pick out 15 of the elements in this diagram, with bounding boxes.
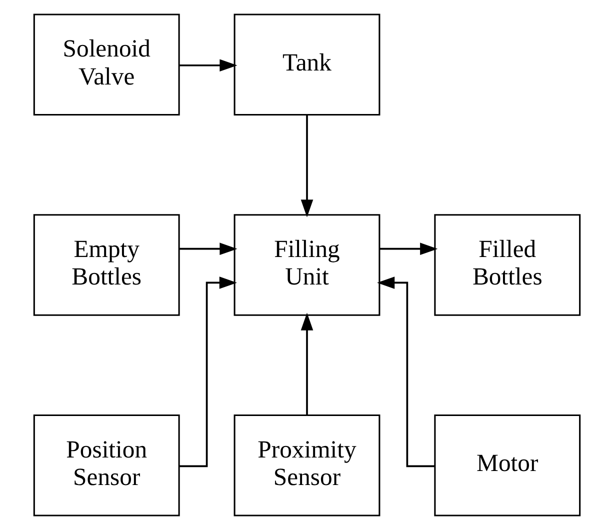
node-box: Proximity Sensor — [233, 414, 380, 516]
node-box: Empty Bottles — [32, 214, 180, 316]
arrow — [300, 115, 313, 218]
node-box: Motor — [434, 414, 580, 516]
arrow — [178, 276, 236, 468]
node-box: Filling Unit — [233, 214, 380, 316]
node-box: Filled Bottles — [434, 214, 580, 316]
node-box: Solenoid Valve — [32, 14, 180, 116]
arrow — [379, 242, 438, 255]
arrow — [179, 242, 237, 255]
node-box: Tank — [233, 14, 380, 116]
node-box: Position Sensor — [32, 414, 180, 516]
arrow — [376, 276, 434, 468]
arrow — [179, 59, 237, 72]
arrow — [300, 312, 313, 415]
